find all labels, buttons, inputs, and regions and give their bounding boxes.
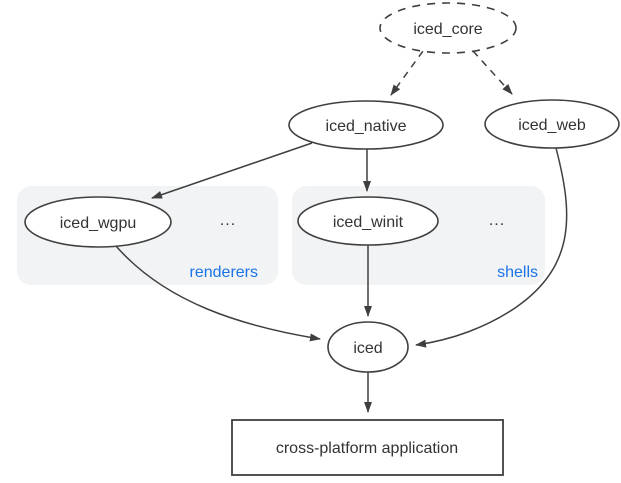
node-iced-winit: iced_winit	[297, 196, 439, 246]
iced-core-ellipse	[379, 2, 517, 54]
iced-native-label: iced_native	[326, 118, 407, 135]
application-rect	[231, 419, 504, 476]
edge-core-to-web	[472, 50, 513, 95]
node-iced-core: iced_core	[379, 2, 517, 54]
iced-core-label: iced_core	[413, 21, 482, 38]
iced-wgpu-ellipse	[24, 196, 172, 248]
iced-label: iced	[353, 340, 382, 357]
iced-native-ellipse	[288, 100, 444, 150]
node-iced-web: iced_web	[484, 99, 620, 149]
iced-web-label: iced_web	[518, 117, 586, 134]
iced-ellipse	[327, 321, 409, 373]
renderers-group-label: renderers	[190, 264, 258, 281]
iced-winit-ellipse	[297, 196, 439, 246]
node-iced-native: iced_native	[288, 100, 444, 150]
node-iced-wgpu: iced_wgpu	[24, 196, 172, 248]
application-label: cross-platform application	[276, 440, 458, 457]
node-application: cross-platform application	[231, 419, 504, 476]
edge-wgpu-to-iced	[115, 245, 321, 342]
iced-wgpu-label: iced_wgpu	[60, 215, 137, 232]
edge-web-to-iced	[415, 147, 568, 348]
iced-web-ellipse	[484, 99, 620, 149]
node-iced: iced	[327, 321, 409, 373]
edge-core-to-native	[390, 50, 424, 96]
renderers-ellipsis: ...	[220, 212, 236, 229]
edge-native-to-wgpu	[151, 142, 313, 199]
iced-winit-label: iced_winit	[333, 214, 404, 231]
shells-group-label: shells	[497, 264, 538, 281]
shells-ellipsis: ...	[489, 212, 505, 229]
